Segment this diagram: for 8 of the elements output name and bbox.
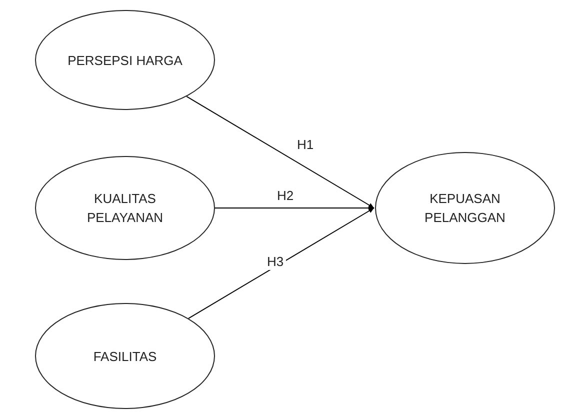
arrow (188, 208, 374, 319)
arrow (214, 206, 374, 210)
node-label: PERSEPSI HARGA (68, 52, 182, 70)
arrow (186, 96, 374, 208)
node-label: FASILITAS (93, 348, 157, 366)
node-label: KUALITAS PELAYANAN (86, 190, 164, 227)
node-label: KEPUASAN PELANGGAN (424, 190, 506, 227)
edge-label: H3 (265, 254, 286, 270)
